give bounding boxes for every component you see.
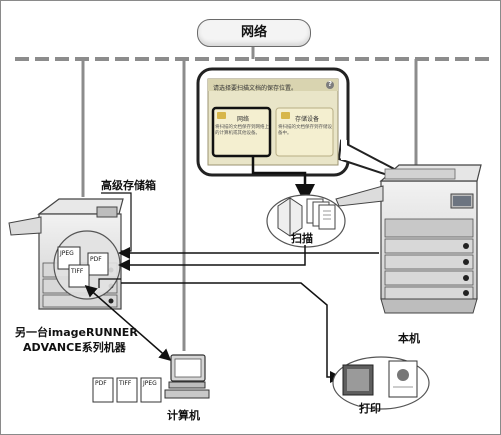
scan-to-device-arrows <box>84 245 379 383</box>
other-device-illustration <box>8 192 132 310</box>
touch-panel-callout <box>196 67 437 204</box>
network-label: 网络 <box>197 19 311 47</box>
print-label: 打印 <box>359 402 381 415</box>
main-device-illustration <box>335 164 482 314</box>
storage-button-desc: 将扫描的文档保存到存储设备中。 <box>278 125 332 136</box>
scan-illustration <box>266 194 346 248</box>
touch-panel-title: 请选择要扫描文档的保存位置。 <box>213 85 298 92</box>
network-button-desc: 将扫描的文档保存到网络上的计算机或其他设备。 <box>215 125 269 136</box>
computer-label: 计算机 <box>167 409 200 422</box>
storage-button-label: 存储设备 <box>295 116 320 123</box>
other-device-label-line1: 另一台imageRUNNER <box>15 326 138 339</box>
computer-format-1: TIFF <box>119 380 132 387</box>
device-format-1: PDF <box>90 256 102 263</box>
print-illustration <box>332 356 430 410</box>
other-device-label-line2: ADVANCE系列机器 <box>23 341 126 354</box>
device-format-2: TIFF <box>71 268 84 275</box>
computer-format-2: JPEG <box>143 380 157 387</box>
this-device-label: 本机 <box>398 332 420 345</box>
advanced-box-label: 高级存储箱 <box>101 179 156 192</box>
device-format-0: JPEG <box>60 250 74 257</box>
computer-format-0: PDF <box>95 380 107 387</box>
computer-illustration <box>92 354 210 403</box>
network-button-label: 网络 <box>237 116 250 123</box>
help-icon: ? <box>328 80 333 88</box>
network-backbone <box>15 45 489 351</box>
scan-label: 扫描 <box>291 232 313 245</box>
